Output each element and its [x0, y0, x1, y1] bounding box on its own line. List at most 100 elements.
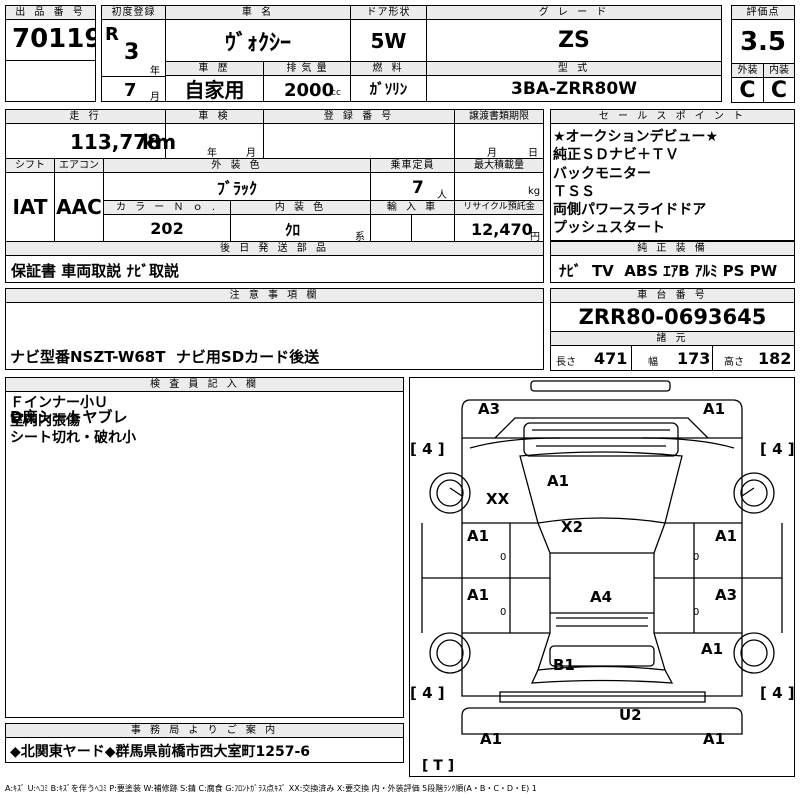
sales-points-list: ★オークションデビュー★ 純正ＳＤナビ＋ＴＶ バックモニター ＴＳＳ 両側パワー… [553, 128, 718, 238]
sales-point: ★オークションデビュー★ [553, 129, 719, 145]
inspector-box [5, 391, 404, 718]
recycle-header: リサイクル預託金 [454, 200, 544, 215]
max-load-unit: kg [528, 186, 541, 197]
recycle-unit: 円 [530, 232, 540, 243]
exterior-header: 外装 [731, 63, 764, 78]
accessories: 保証書 車両取説 ﾅﾋﾞ取説 [5, 255, 544, 283]
displacement: 2000 [284, 80, 335, 101]
tire-front-right: [ 4 ] [760, 440, 795, 458]
standard-equipment: ﾅﾋﾞ TV ABS ｴｱB ｱﾙﾐ PS PW [550, 255, 795, 283]
sales-point: プッシュスタート [553, 220, 665, 237]
model-code: 3BA-ZRR80W [426, 75, 722, 102]
notes-box [5, 302, 544, 370]
shift: IAT [5, 172, 55, 242]
body-color: ﾌﾞﾗｯｸ [103, 172, 371, 201]
damage-mark-door-rear-right: A3 [715, 586, 738, 604]
interior-header: 内装 [763, 63, 795, 78]
interior-color-header: 内 装 色 [230, 200, 371, 215]
sales-point: 両側パワースライドドア [553, 202, 707, 219]
height-cell [712, 345, 795, 371]
grade: ZS [426, 19, 722, 62]
lot-number: 70119 [5, 19, 96, 61]
damage-mark-door-front-left: A1 [467, 527, 490, 545]
notes-header: 注 意 事 項 欄 [5, 288, 544, 303]
damage-mark-front-left: A3 [478, 400, 501, 418]
notes-list: ナビ型番NSZT-W68T ナビ用SDカード後送 D席シートヤブレ [10, 307, 319, 447]
panel-zero: 0 [500, 607, 507, 618]
fuel: ｶﾞｿﾘﾝ [350, 75, 427, 102]
air-conditioner: AAC [54, 172, 104, 242]
mileage-unit: km [142, 130, 177, 154]
sales-point: 純正ＳＤナビ＋ＴＶ [553, 147, 679, 164]
first-registration-header: 初度登録 [101, 5, 166, 20]
lot-number-header: 出 品 番 号 [5, 5, 96, 20]
year-unit: 年 [150, 66, 160, 77]
capacity-header: 乗車定員 [370, 158, 455, 173]
displacement-header: 排 気 量 [263, 61, 351, 76]
note-line: D席シートヤブレ [10, 408, 128, 426]
sales-point: バックモニター [553, 165, 651, 182]
damage-mark-door-rear-left: A1 [467, 586, 490, 604]
sales-points-header: セ ー ル ス ポ イ ン ト [550, 109, 795, 124]
mileage-header: 走 行 [5, 109, 166, 124]
panel-zero: 0 [500, 552, 507, 563]
interior-color-unit: 系 [355, 232, 365, 243]
damage-diagram [409, 377, 795, 777]
damage-mark-tailgate: B1 [553, 656, 575, 674]
capacity: 7 [412, 178, 424, 198]
history: 自家用 [165, 75, 264, 102]
tire-rear-right: [ 4 ] [760, 684, 795, 702]
transfer-month: 月 [487, 148, 497, 159]
score: 3.5 [731, 19, 795, 64]
grade-header: グ レ ー ド [426, 5, 722, 20]
recycle-fee: 12,470 [471, 220, 533, 239]
dimensions-header: 諸 元 [550, 331, 795, 346]
max-load-header: 最大積載量 [454, 158, 544, 173]
accessories-header: 後 日 発 送 部 品 [5, 241, 544, 256]
inspection-month-unit: 月 [246, 148, 256, 159]
spare-tire: [ T ] [422, 758, 455, 774]
inspector-line: シート切れ・破れ小 [10, 430, 136, 446]
capacity-unit: 人 [437, 190, 447, 201]
interior-color-cell [230, 214, 371, 242]
registration-month: 7 [124, 80, 137, 101]
damage-mark-rear-left: A1 [480, 730, 503, 748]
displacement-unit: cc [331, 88, 341, 98]
inspector-line: 室内内張傷 [10, 412, 80, 429]
divider [101, 76, 166, 77]
damage-mark-door-front-right: A1 [715, 527, 738, 545]
transfer-day: 日 [528, 148, 538, 159]
color-no-header: カ ラ ー Ｎ ｏ . [103, 200, 231, 215]
length-label: 長さ [556, 357, 576, 368]
tire-front-left: [ 4 ] [410, 440, 445, 458]
damage-mark-fender-left: XX [486, 490, 510, 508]
color-number: 202 [103, 214, 231, 242]
import-cell-2 [411, 214, 455, 242]
damage-mark-rear-right: A1 [703, 730, 726, 748]
inspector-header: 検 査 員 記 入 欄 [5, 377, 404, 392]
chassis-number: ZRR80-0693645 [550, 302, 795, 332]
note-line: ナビ型番NSZT-W68T ナビ用SDカード後送 [10, 348, 320, 366]
height-label: 高さ [724, 357, 744, 368]
car-name: ｳﾞｫｸｼｰ [165, 19, 351, 62]
era: R [105, 24, 119, 45]
lot-number-blank [5, 60, 96, 102]
tire-rear-left: [ 4 ] [410, 684, 445, 702]
fuel-header: 燃 料 [350, 61, 427, 76]
registration-year: 3 [124, 40, 140, 65]
sales-points-box [550, 123, 795, 241]
damage-mark-roof: A4 [590, 588, 613, 606]
sales-point: ＴＳＳ [553, 183, 595, 200]
damage-mark-rear-bumper: U2 [619, 706, 642, 724]
panel-zero: 0 [693, 607, 700, 618]
ac-header: エアコン [54, 158, 104, 173]
car-outline [421, 380, 783, 735]
damage-mark-quarter-right: A1 [701, 640, 724, 658]
door-type: 5W [350, 19, 427, 62]
interior-grade: C [763, 77, 795, 103]
exterior-grade: C [731, 77, 764, 103]
inspector-list: Ｆインナー小Ｕ 室内内張傷 シート切れ・破れ小 [10, 395, 136, 448]
import-header: 輸 入 車 [370, 200, 455, 215]
month-unit: 月 [150, 92, 160, 103]
damage-mark-hood: A1 [547, 472, 570, 490]
